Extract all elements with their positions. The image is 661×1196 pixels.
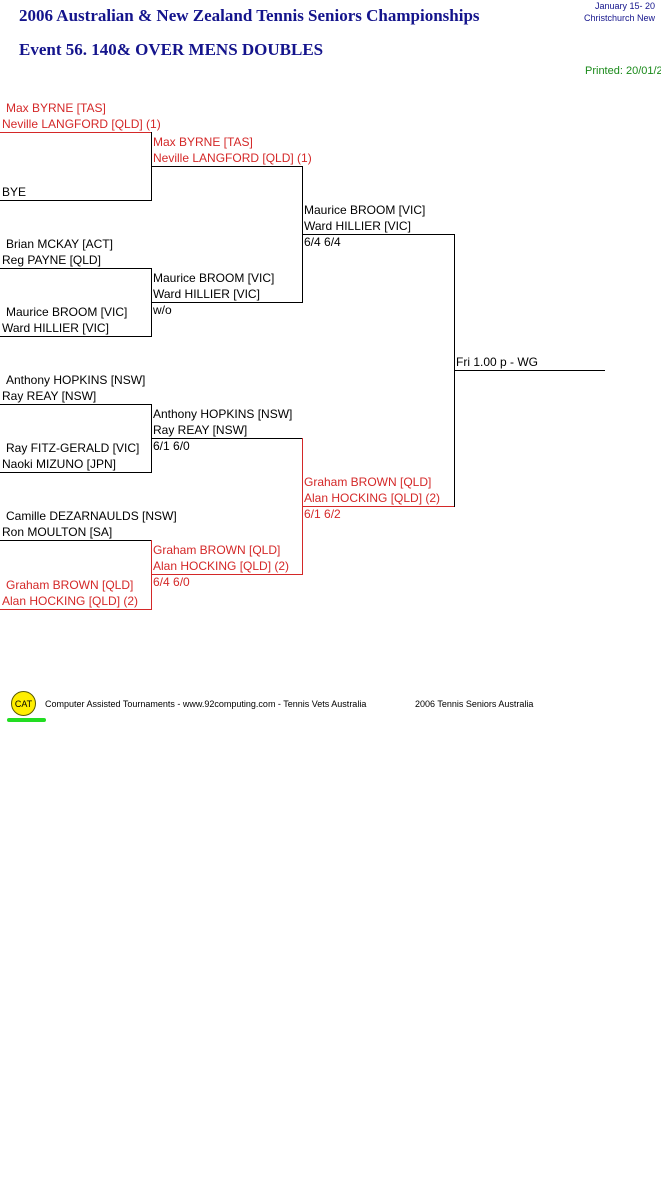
bracket-line (303, 234, 455, 235)
sf-team1-player2: Ward HILLIER [VIC] (304, 219, 411, 233)
footer-org: 2006 Tennis Seniors Australia (415, 699, 534, 709)
bracket-line (152, 302, 303, 303)
bracket-connector (151, 404, 152, 473)
sf-team1-score: 6/4 6/4 (304, 235, 341, 249)
bracket-line (0, 404, 152, 405)
bracket-line (0, 132, 152, 133)
r2-team3-player2: Ray REAY [NSW] (153, 423, 248, 437)
r2-team2-player1: Maurice BROOM [VIC] (153, 271, 275, 285)
r2-team2-player2: Ward HILLIER [VIC] (153, 287, 260, 301)
final-schedule: Fri 1.00 p - WG (456, 355, 539, 369)
r2-team4-player1: Graham BROWN [QLD] (153, 543, 281, 557)
bracket-line (0, 609, 152, 610)
bracket-line (0, 200, 152, 201)
bracket-line (303, 506, 455, 507)
bracket-connector (302, 166, 303, 303)
bracket-line (152, 574, 303, 575)
bracket-line (152, 166, 303, 167)
event-title: Event 56. 140& OVER MENS DOUBLES (19, 40, 324, 59)
bracket-line (0, 268, 152, 269)
bracket-connector (302, 438, 303, 575)
r1-team4-player1: Maurice BROOM [VIC] (6, 305, 128, 319)
r1-team2-player1: BYE (2, 185, 27, 199)
r1-team3-player1: Brian MCKAY [ACT] (6, 237, 113, 251)
r1-team8-player2: Alan HOCKING [QLD] (2) (2, 594, 139, 608)
r2-team4-score: 6/4 6/0 (153, 575, 190, 589)
bracket-line (0, 336, 152, 337)
r1-team1-player2: Neville LANGFORD [QLD] (1) (2, 117, 161, 131)
r2-team1-player1: Max BYRNE [TAS] (153, 135, 253, 149)
tournament-location: Christchurch New (584, 13, 656, 23)
r2-team2-score: w/o (153, 303, 172, 317)
tournament-dates: January 15- 20 (595, 1, 656, 11)
cat-logo: CAT (11, 691, 36, 716)
r1-team1-player1: Max BYRNE [TAS] (6, 101, 106, 115)
bracket-connector (151, 268, 152, 337)
r1-team3-player2: Reg PAYNE [QLD] (2, 253, 101, 267)
sf-team2-player1: Graham BROWN [QLD] (304, 475, 432, 489)
sf-team2-score: 6/1 6/2 (304, 507, 341, 521)
printed-date: Printed: 20/01/2 (585, 65, 661, 77)
bracket-line (0, 540, 152, 541)
r2-team4-player2: Alan HOCKING [QLD] (2) (153, 559, 290, 573)
r1-team8-player1: Graham BROWN [QLD] (6, 578, 134, 592)
r2-team3-player1: Anthony HOPKINS [NSW] (153, 407, 293, 421)
bracket-line (455, 370, 605, 371)
logo-underline (7, 718, 46, 722)
bracket-line (0, 472, 152, 473)
r1-team6-player2: Naoki MIZUNO [JPN] (2, 457, 117, 471)
bracket-connector (454, 234, 455, 507)
r1-team5-player2: Ray REAY [NSW] (2, 389, 97, 403)
sf-team1-player1: Maurice BROOM [VIC] (304, 203, 426, 217)
r1-team7-player2: Ron MOULTON [SA] (2, 525, 113, 539)
r2-team1-player2: Neville LANGFORD [QLD] (1) (153, 151, 312, 165)
sf-team2-player2: Alan HOCKING [QLD] (2) (304, 491, 441, 505)
bracket-connector (151, 540, 152, 610)
r1-team6-player1: Ray FITZ-GERALD [VIC] (6, 441, 140, 455)
r1-team5-player1: Anthony HOPKINS [NSW] (6, 373, 146, 387)
bracket-connector (151, 132, 152, 201)
r1-team7-player1: Camille DEZARNAULDS [NSW] (6, 509, 177, 523)
r1-team4-player2: Ward HILLIER [VIC] (2, 321, 109, 335)
tournament-title: 2006 Australian & New Zealand Tennis Sen… (19, 6, 480, 25)
r2-team3-score: 6/1 6/0 (153, 439, 190, 453)
bracket-line (152, 438, 303, 439)
footer-software: Computer Assisted Tournaments - www.92co… (45, 699, 367, 709)
